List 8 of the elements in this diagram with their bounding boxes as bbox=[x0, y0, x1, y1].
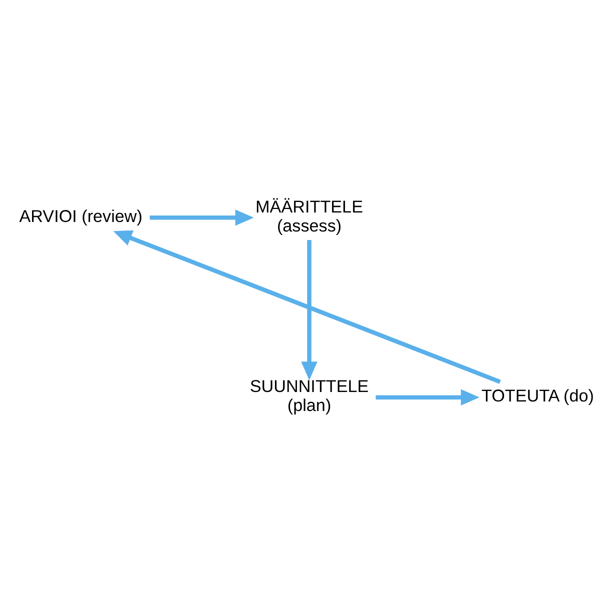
arrow bbox=[150, 210, 254, 226]
node-text: ARVIOI (review) bbox=[19, 206, 142, 226]
arrow bbox=[376, 389, 480, 406]
arrow bbox=[113, 230, 501, 384]
node-text: TOTEUTA (do) bbox=[481, 386, 594, 406]
node-text: SUUNNITTELE (plan) bbox=[250, 377, 369, 416]
arrow bbox=[301, 240, 318, 380]
node-text: MÄÄRITTELE (assess) bbox=[256, 198, 363, 236]
